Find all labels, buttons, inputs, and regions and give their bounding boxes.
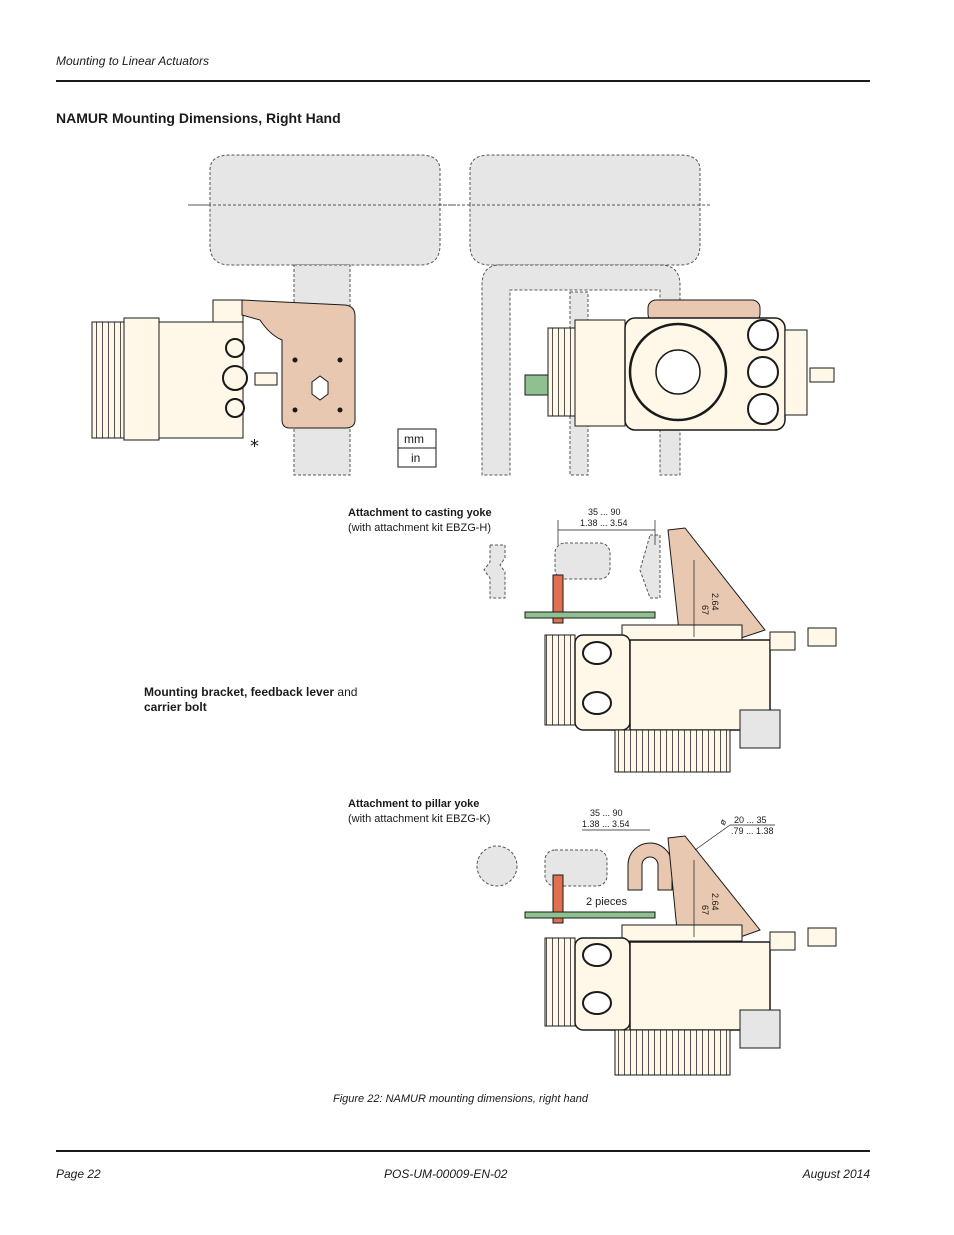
- casting-height-in: 2.64: [710, 593, 720, 611]
- pillar-dia-in: .79 ... 1.38: [731, 826, 774, 836]
- mounting-bracket-left: [241, 299, 356, 429]
- casting-range-in: 1.38 ... 3.54: [580, 518, 628, 528]
- asterisk-mark: *: [250, 436, 259, 457]
- running-header: Mounting to Linear Actuators: [56, 54, 209, 68]
- pillar-dia-symbol: ø: [717, 817, 729, 827]
- casting-yoke-kit: (with attachment kit EBZG-H): [348, 522, 492, 534]
- pillar-dia-mm: 20 ... 35: [734, 815, 767, 825]
- pillar-range-mm: 35 ... 90: [590, 808, 623, 818]
- casting-height-mm: 67: [700, 605, 710, 615]
- footer-doc-id: POS-UM-00009-EN-02: [384, 1167, 508, 1181]
- footer-rule: [56, 1150, 870, 1152]
- units-box: mm in: [397, 428, 437, 468]
- casting-range-mm: 35 ... 90: [588, 507, 621, 517]
- footer-page: Page 22: [56, 1167, 101, 1181]
- unit-in: in: [411, 451, 420, 465]
- pillar-yoke-kit: (with attachment kit EBZG-K): [348, 813, 491, 825]
- pillar-pieces-label: 2 pieces: [586, 896, 627, 908]
- header-rule: [56, 80, 870, 82]
- pillar-yoke-label: Attachment to pillar yoke (with attachme…: [348, 797, 490, 827]
- figure-caption: Figure 22: NAMUR mounting dimensions, ri…: [333, 1093, 588, 1105]
- positioner-front-view: [524, 299, 835, 431]
- casting-yoke-detail: 35 ... 90 1.38 ... 3.54 67 2.64: [483, 507, 837, 773]
- pillar-yoke-detail: 35 ... 90 1.38 ... 3.54 ø 20 ... 35 .79 …: [476, 808, 837, 1076]
- casting-yoke-title: Attachment to casting yoke: [348, 507, 492, 519]
- positioner-side-view: [91, 299, 278, 441]
- unit-mm: mm: [404, 432, 424, 446]
- footer-date: August 2014: [802, 1167, 870, 1181]
- bracket-label: Mounting bracket, feedback lever and car…: [144, 685, 357, 715]
- pillar-height-in: 2.64: [710, 893, 720, 911]
- bracket-label-bold2: carrier bolt: [144, 700, 207, 714]
- pillar-yoke-title: Attachment to pillar yoke: [348, 798, 480, 810]
- pillar-range-in: 1.38 ... 3.54: [582, 819, 630, 829]
- bracket-label-bold1: Mounting bracket, feedback lever: [144, 685, 335, 699]
- page-title: NAMUR Mounting Dimensions, Right Hand: [56, 110, 341, 126]
- casting-yoke-label: Attachment to casting yoke (with attachm…: [348, 506, 492, 536]
- bracket-label-normal: and: [334, 685, 358, 699]
- pillar-height-mm: 67: [700, 905, 710, 915]
